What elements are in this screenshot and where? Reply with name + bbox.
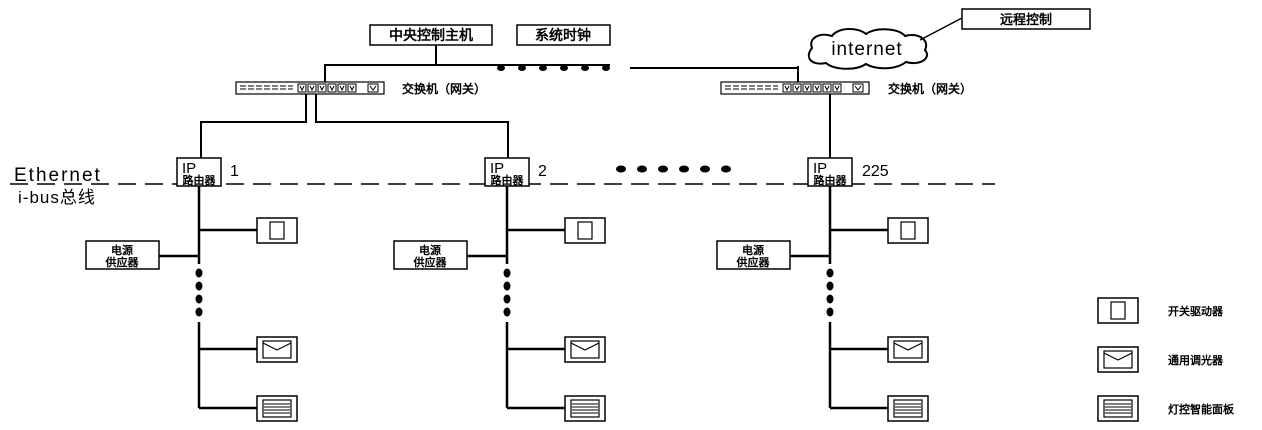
remote-control-box: 远程控制 (961, 8, 1091, 30)
router-ip-label: IP (490, 160, 504, 177)
legend-item-switch-actuator: 开关驱动器 (1097, 297, 1224, 324)
power-supply: 电源 供应器 (716, 240, 791, 270)
router-ip-label: IP (182, 160, 196, 177)
light-panel-icon (1097, 395, 1139, 422)
ibus-label: i-bus总线 (18, 188, 96, 207)
legend-label: 灯控智能面板 (1168, 402, 1235, 416)
switch-actuator-icon (1097, 297, 1139, 324)
internet-label: internet (831, 39, 902, 60)
branch-3 (790, 186, 888, 410)
top-ellipsis (497, 65, 610, 71)
dimmer-icon (1097, 346, 1139, 373)
legend-item-dimmer: 通用调光器 (1097, 346, 1224, 373)
light-panel-icon (256, 395, 298, 422)
legend-item-light-panel: 灯控智能面板 (1097, 395, 1235, 422)
central-host-box: 中央控制主机 (369, 24, 493, 46)
router-number: 1 (230, 163, 239, 180)
switch-right-label: 交换机（网关） (888, 81, 972, 96)
router-number: 2 (538, 163, 547, 180)
router-1: IP 路由器 (176, 157, 222, 187)
vertical-ellipsis (195, 268, 203, 317)
switch-right (720, 81, 870, 95)
branch-1 (159, 186, 257, 410)
router-label: 路由器 (183, 173, 217, 187)
ethernet-label: Ethernet (14, 165, 102, 186)
legend-label: 开关驱动器 (1168, 304, 1224, 318)
switch-actuator-icon (256, 217, 298, 244)
router-2: IP 路由器 (484, 157, 530, 187)
light-panel-icon (887, 395, 929, 422)
central-host-label: 中央控制主机 (389, 27, 473, 44)
light-panel-icon (564, 395, 606, 422)
system-clock-label: 系统时钟 (535, 27, 591, 44)
middle-ellipsis (616, 165, 731, 173)
router-225: IP 路由器 (807, 157, 853, 187)
router-ip-label: IP (813, 160, 827, 177)
legend: 开关驱动器 通用调光器 灯控智能面板 (1097, 297, 1235, 422)
switch-actuator-icon (887, 217, 929, 244)
switch-left (235, 81, 385, 95)
power-supply: 电源 供应器 (393, 240, 468, 270)
remote-control-label: 远程控制 (1000, 12, 1052, 28)
branch-2 (467, 186, 565, 410)
power-supply-line2: 供应器 (105, 255, 140, 269)
switch-left-label: 交换机（网关） (402, 81, 486, 96)
power-supply-line2: 供应器 (736, 255, 771, 269)
power-supply-line2: 供应器 (413, 255, 448, 269)
system-clock-box: 系统时钟 (516, 24, 611, 46)
router-label: 路由器 (814, 173, 848, 187)
dimmer-icon (887, 336, 929, 363)
dimmer-icon (564, 336, 606, 363)
legend-label: 通用调光器 (1168, 353, 1224, 367)
vertical-ellipsis (503, 268, 511, 317)
internet-cloud: internet (807, 28, 928, 70)
power-supply-line1: 电源 (742, 243, 764, 257)
switch-actuator-icon (564, 217, 606, 244)
dimmer-icon (256, 336, 298, 363)
power-supply-line1: 电源 (111, 243, 133, 257)
power-supply-line1: 电源 (419, 243, 441, 257)
power-supply: 电源 供应器 (85, 240, 160, 270)
router-label: 路由器 (491, 173, 525, 187)
router-number: 225 (862, 163, 889, 180)
vertical-ellipsis (826, 268, 834, 317)
